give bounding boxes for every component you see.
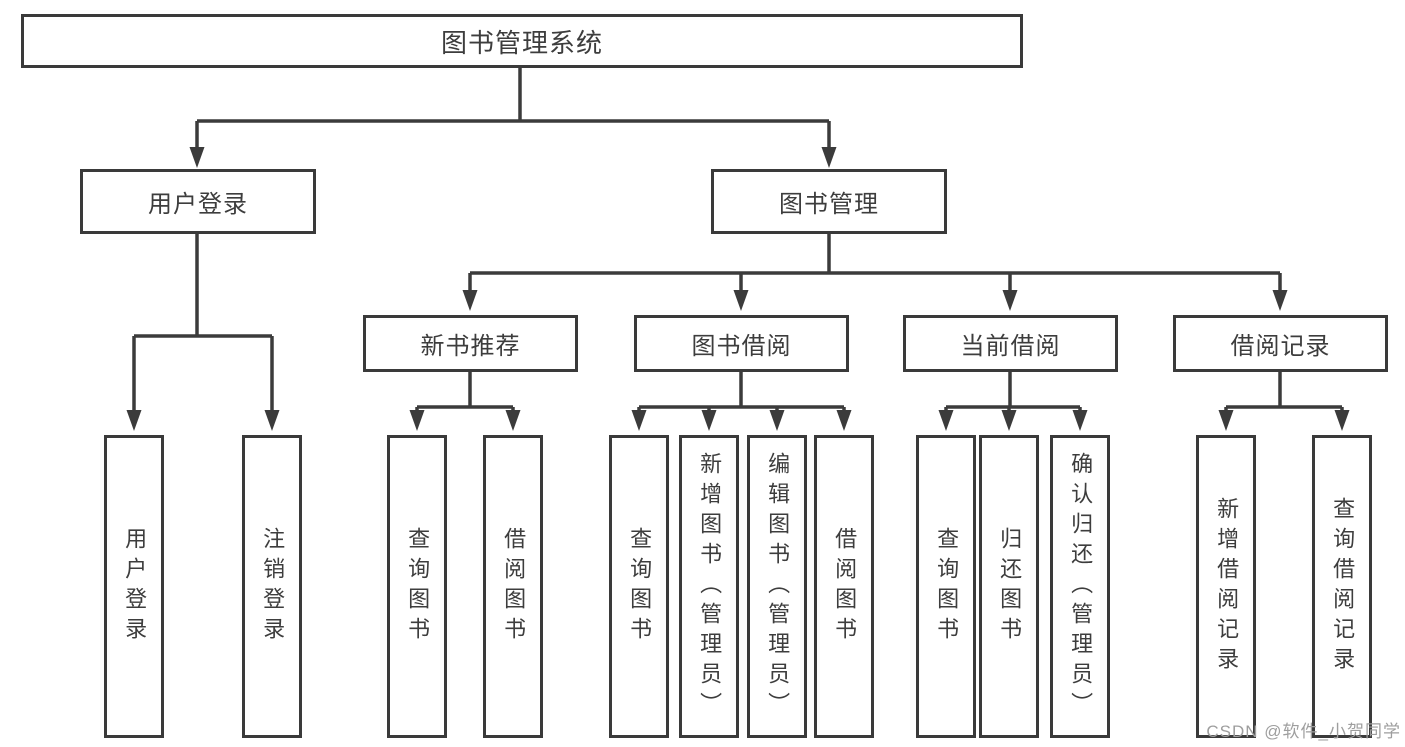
connector-user-login — [132, 232, 274, 415]
connector-root — [195, 67, 831, 152]
arrowhead-icon — [462, 290, 478, 311]
connector-book-management — [468, 232, 1282, 296]
arrowhead-icon — [836, 410, 852, 431]
connector-current-borrow — [944, 370, 1082, 415]
leaf-logout: 注销登录 — [242, 435, 302, 738]
watermark: CSDN @软件_小贺同学 — [1206, 722, 1401, 741]
leaf-query-books-borrow: 查询图书 — [609, 435, 669, 738]
arrowhead-icon — [409, 410, 425, 431]
leaf-borrow-books: 借阅图书 — [814, 435, 874, 738]
arrowhead-icon — [1218, 410, 1234, 431]
leaf-add-book-admin: 新增图书（管理员） — [679, 435, 739, 738]
connector-book-borrow — [637, 370, 846, 415]
leaf-confirm-return-admin: 确认归还（管理员） — [1050, 435, 1110, 738]
arrowhead-icon — [938, 410, 954, 431]
node-root: 图书管理系统 — [21, 14, 1023, 68]
arrowhead-icon — [1072, 410, 1088, 431]
node-book-management: 图书管理 — [711, 169, 947, 234]
arrowhead-icon — [769, 410, 785, 431]
leaf-add-borrow-record: 新增借阅记录 — [1196, 435, 1256, 738]
leaf-borrow-books-recommend: 借阅图书 — [483, 435, 543, 738]
arrowhead-icon — [1001, 410, 1017, 431]
leaf-query-books-current: 查询图书 — [916, 435, 976, 738]
arrowhead-icon — [126, 410, 142, 431]
arrowhead-icon — [631, 410, 647, 431]
leaf-query-borrow-record: 查询借阅记录 — [1312, 435, 1372, 738]
arrowhead-icon — [1002, 290, 1018, 311]
connector-borrow-record — [1224, 370, 1344, 415]
node-current-borrow: 当前借阅 — [903, 315, 1118, 372]
leaf-query-books-recommend: 查询图书 — [387, 435, 447, 738]
arrowhead-icon — [189, 147, 205, 168]
node-book-borrow: 图书借阅 — [634, 315, 849, 372]
leaf-return-book: 归还图书 — [979, 435, 1039, 738]
node-user-login: 用户登录 — [80, 169, 316, 234]
arrowhead-icon — [821, 147, 837, 168]
arrowhead-icon — [505, 410, 521, 431]
arrowhead-icon — [733, 290, 749, 311]
arrowhead-icon — [701, 410, 717, 431]
node-new-book-recommend: 新书推荐 — [363, 315, 578, 372]
leaf-edit-book-admin: 编辑图书（管理员） — [747, 435, 807, 738]
connector-new-book — [415, 370, 515, 415]
arrowhead-icon — [1334, 410, 1350, 431]
node-borrow-record: 借阅记录 — [1173, 315, 1388, 372]
arrowhead-icon — [1272, 290, 1288, 311]
arrowhead-icon — [264, 410, 280, 431]
leaf-user-login: 用户登录 — [104, 435, 164, 738]
